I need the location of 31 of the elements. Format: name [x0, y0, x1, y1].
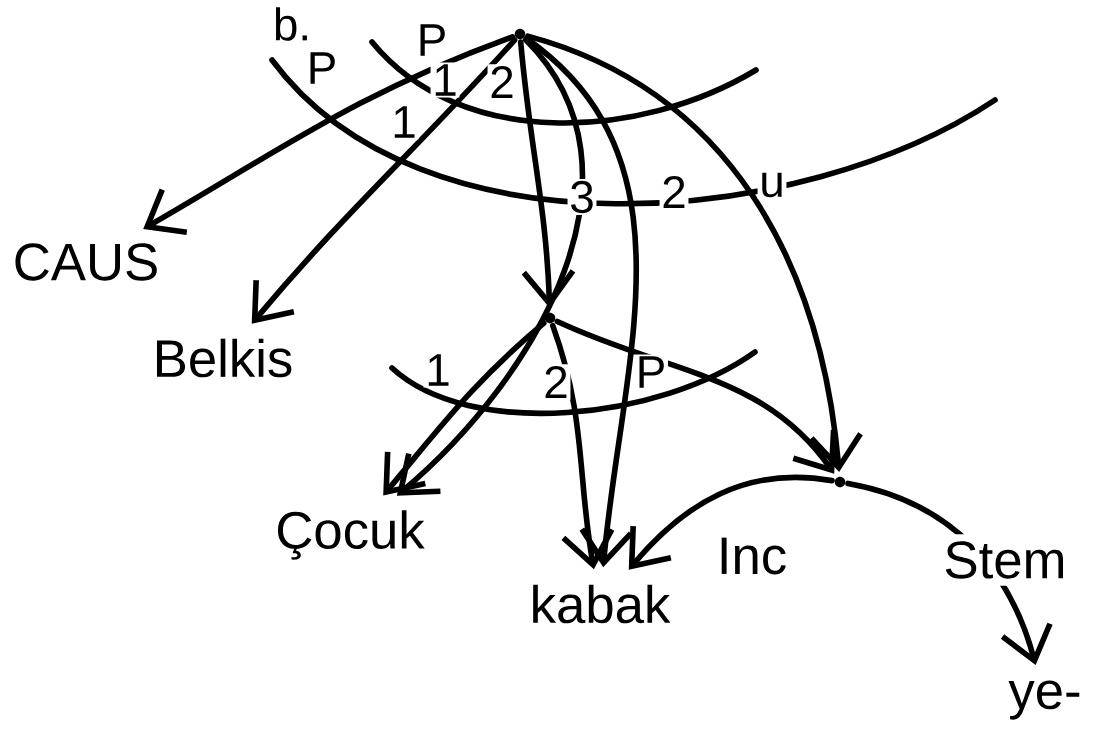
- stratum-label: 1: [389, 104, 419, 140]
- arrow: [143, 33, 516, 235]
- arrow: [251, 37, 518, 324]
- stratum-label: 1: [430, 62, 460, 98]
- stratum-label: P: [634, 354, 668, 390]
- clause-vertex: [834, 476, 846, 488]
- arrow: [525, 33, 863, 472]
- arrow: [396, 36, 585, 496]
- arrow: [554, 318, 837, 474]
- stratum-label: 2: [659, 174, 689, 210]
- edge-label: Stem: [936, 534, 1074, 586]
- word-label: CAUS: [15, 243, 157, 281]
- word-label: Çocuk: [278, 510, 425, 560]
- arrow: [523, 35, 640, 568]
- stratum-label: 3: [567, 179, 597, 215]
- stratum-label: 1: [423, 352, 453, 388]
- stratum-label: 2: [541, 364, 571, 400]
- stratum-label: b.: [271, 5, 313, 43]
- clause-vertex: [544, 312, 556, 324]
- word-label: ye-: [1008, 680, 1080, 720]
- arrow: [549, 322, 615, 570]
- stratum-label: u: [757, 170, 787, 200]
- edge-label: Inc: [709, 530, 795, 582]
- stratum-label: P: [305, 50, 339, 86]
- stratum-label: P: [415, 22, 449, 58]
- word-label: Belkis: [157, 338, 292, 378]
- word-label: kabak: [533, 584, 671, 624]
- arrow: [383, 320, 547, 496]
- stratum-label: 2: [487, 64, 517, 100]
- arrow: [628, 474, 835, 570]
- clause-vertex: [514, 28, 526, 40]
